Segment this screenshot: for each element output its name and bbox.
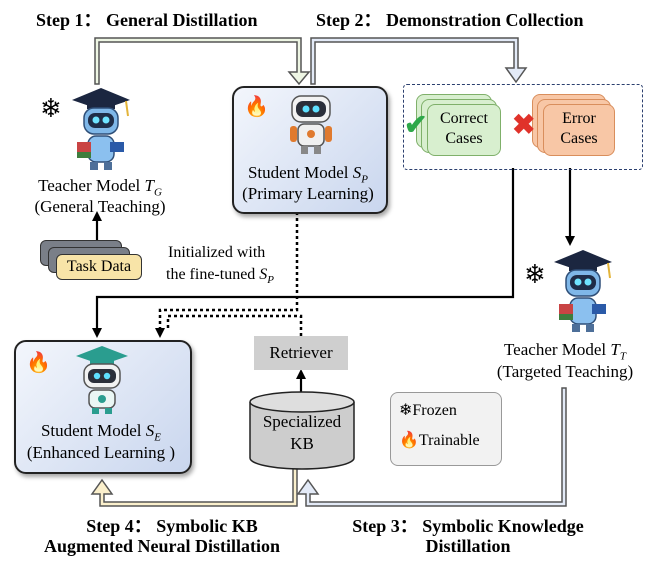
student-primary-line1: Student Model <box>247 163 353 182</box>
snowflake-icon: ❄ <box>399 402 413 419</box>
teacher-targeted-line2: (Targeted Teaching) <box>496 362 634 381</box>
teacher-targeted-label: Teacher Model TT <box>480 340 650 366</box>
legend-trainable: 🔥Trainable <box>399 431 480 451</box>
student-enhanced-subscript: E <box>154 431 162 444</box>
teacher-general-subscript: G <box>153 186 162 199</box>
step1-arrow <box>94 37 311 86</box>
step2-title: Step 2： Demonstration Collection <box>316 10 584 30</box>
kb-line1: Specialized <box>262 412 342 431</box>
step1-title: Step 1： General Distillation <box>36 10 258 30</box>
student-primary-box: 🔥 <box>232 86 388 214</box>
step3-title-line1: Step 3： Symbolic Knowledge <box>352 516 584 536</box>
student-primary-label: Student Model SP <box>232 163 384 189</box>
init-note-line1: Initialized with <box>168 244 266 261</box>
correct-cases-line2: Cases <box>445 130 483 147</box>
teacher-general-symbol: T <box>144 176 154 195</box>
student-enhanced-line1: Student Model <box>40 421 146 440</box>
retriever-box: Retriever <box>254 336 348 370</box>
step3-arrow <box>296 387 567 507</box>
snowflake-icon: ❄ <box>40 94 62 123</box>
teacher-targeted-robot: ❄ <box>520 248 630 338</box>
step3-title-line2: Distillation <box>425 536 511 556</box>
task-data-card: Task Data <box>56 254 142 280</box>
fire-icon: 🔥 <box>244 96 269 118</box>
student-enhanced-label: Student Model SE <box>14 421 188 447</box>
fire-icon: 🔥 <box>399 432 419 449</box>
teacher-general-line2: (General Teaching) <box>34 197 166 216</box>
teacher-targeted-symbol: T <box>610 340 620 359</box>
legend-trainable-label: Trainable <box>418 432 480 449</box>
init-note-line2: the fine-tuned SP <box>166 265 274 290</box>
cases-container <box>403 84 643 170</box>
teacher-general-robot: ❄ <box>40 86 160 176</box>
student-enhanced-box: 🔥 <box>14 340 192 474</box>
legend-box: ❄Frozen 🔥Trainable <box>390 392 502 466</box>
check-icon: ✔ <box>404 110 428 141</box>
init-note-subscript: P <box>267 274 275 287</box>
robot-student-icon <box>76 346 128 414</box>
robot-teacher-icon <box>72 88 130 170</box>
teacher-general-label: Teacher Model TG <box>10 176 190 202</box>
error-cases-card: Error Cases <box>543 104 615 156</box>
fire-icon: 🔥 <box>26 352 51 374</box>
kb-cylinder <box>249 391 355 470</box>
step4-title-line2: Augmented Neural Distillation <box>44 536 280 556</box>
teacher-targeted-subscript: T <box>619 350 627 363</box>
step4-title-line1: Step 4： Symbolic KB <box>86 516 258 536</box>
student-enhanced-symbol: S <box>145 421 155 440</box>
legend-frozen-label: Frozen <box>412 402 457 419</box>
snowflake-icon: ❄ <box>524 260 546 289</box>
cross-icon: ✖ <box>512 110 536 141</box>
robot-teacher-icon <box>554 250 612 332</box>
step4-arrow <box>90 467 298 507</box>
kb-line2: KB <box>290 434 314 453</box>
error-cases-line2: Cases <box>560 130 598 147</box>
student-primary-symbol: S <box>352 163 362 182</box>
step2-arrow <box>310 37 528 85</box>
robot-student-icon <box>290 95 332 154</box>
init-note-prefix: the fine-tuned <box>166 266 260 283</box>
teacher-general-line1: Teacher Model <box>38 176 145 195</box>
legend-frozen: ❄Frozen <box>399 401 457 421</box>
student-enhanced-line2: (Enhanced Learning ) <box>26 443 176 462</box>
teacher-targeted-line1: Teacher Model <box>503 340 611 359</box>
init-note-symbol: S <box>259 266 268 283</box>
student-primary-subscript: P <box>361 173 369 186</box>
correct-cases-line1: Correct <box>440 110 488 127</box>
correct-cases-card: Correct Cases <box>427 104 501 156</box>
error-cases-line1: Error <box>562 110 596 127</box>
student-primary-line2: (Primary Learning) <box>242 184 374 203</box>
